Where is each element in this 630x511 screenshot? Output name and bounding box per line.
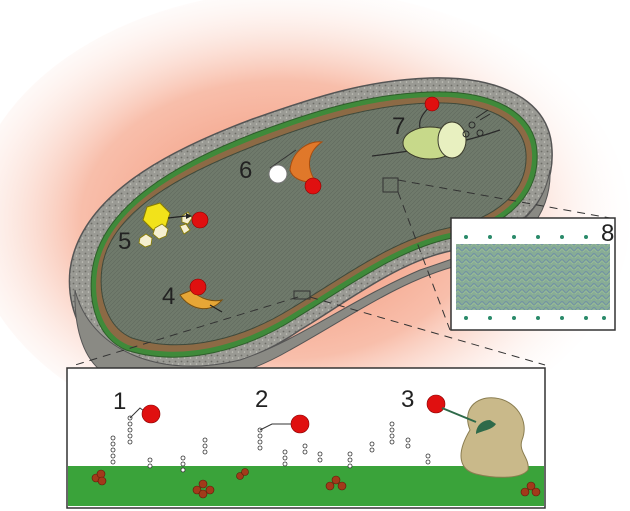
arrow-6	[269, 149, 297, 169]
ribosome-small-subunit	[437, 121, 467, 159]
surface-inset-panel	[66, 367, 546, 509]
zoom-box-right	[382, 177, 399, 193]
zoom-lines-bottom	[74, 296, 546, 366]
arrow-4	[209, 304, 223, 313]
trna-icon	[462, 109, 491, 138]
zoom-lines-right	[397, 179, 611, 331]
hexagon-group-5	[138, 202, 193, 248]
zoom-box-bottom	[293, 290, 311, 300]
crescent-enzyme-4	[179, 289, 224, 310]
label-4: 4	[162, 283, 176, 310]
white-molecule-6	[268, 164, 288, 184]
red-molecules-cell	[189, 96, 440, 296]
label-5: 5	[118, 228, 132, 255]
crescent-enzyme-6	[289, 141, 324, 183]
cytoplasm	[100, 102, 527, 346]
label-8: 8	[601, 220, 615, 247]
membrane-inset-panel	[450, 217, 616, 331]
label-2: 2	[255, 386, 269, 413]
label-6: 6	[239, 157, 253, 184]
label-7: 7	[392, 113, 406, 140]
label-1: 1	[113, 388, 127, 415]
label-3: 3	[401, 386, 415, 413]
